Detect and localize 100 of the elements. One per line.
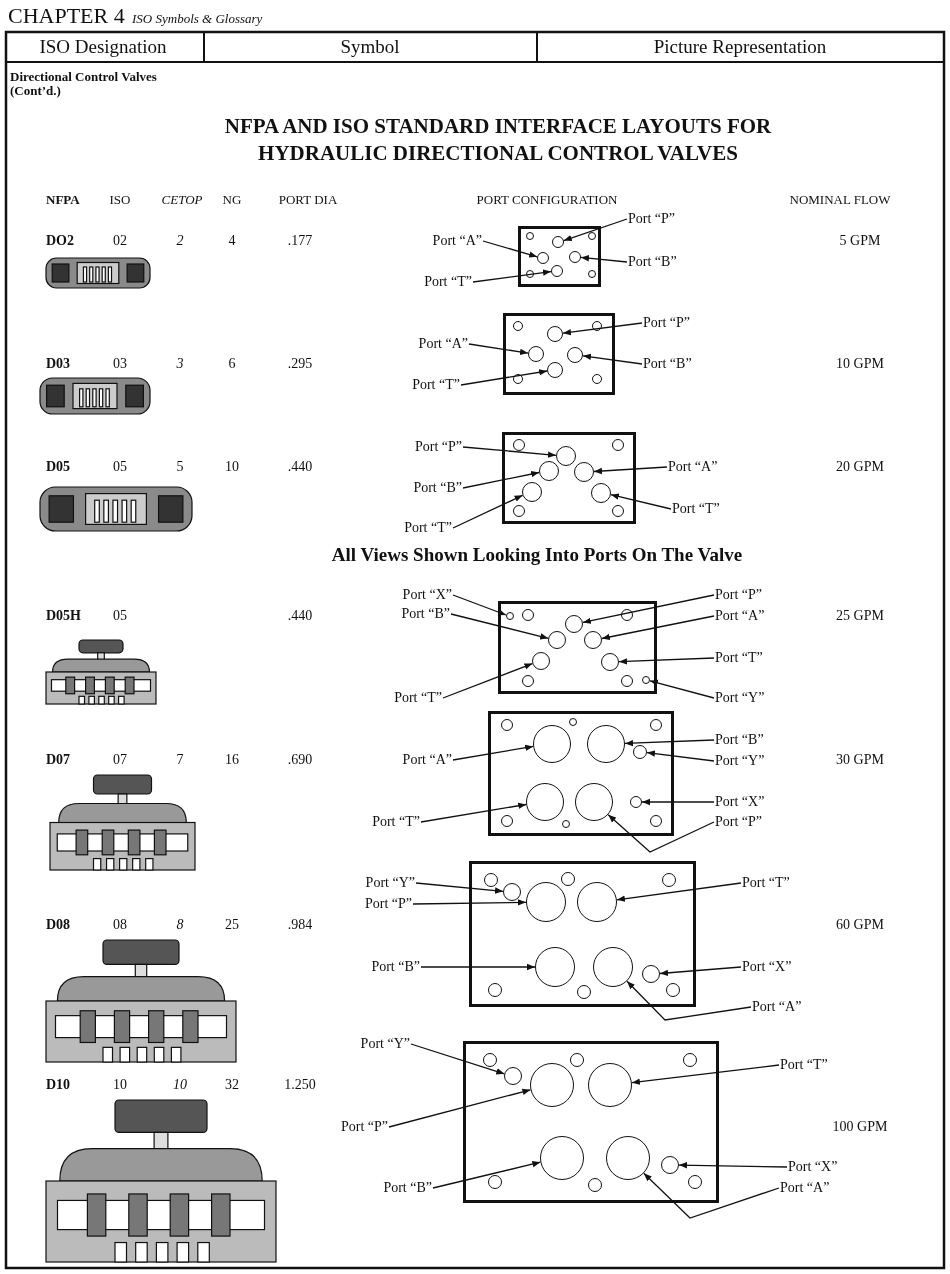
port-label: Port “A” xyxy=(668,459,718,475)
bolt-hole xyxy=(513,374,523,384)
table-cell: 07 xyxy=(113,752,127,768)
leader-line xyxy=(468,343,529,356)
port-hole xyxy=(533,725,571,763)
table-cell: 7 xyxy=(176,752,184,768)
bolt-hole xyxy=(662,873,676,887)
port-label: Port “P” xyxy=(364,896,412,912)
column-header: PORT CONFIGURATION xyxy=(476,192,618,208)
port-label: Port “B” xyxy=(401,606,450,622)
table-cell: .984 xyxy=(287,917,313,933)
leader-line xyxy=(482,240,538,258)
leader-line xyxy=(626,980,752,1021)
row-label: D07 xyxy=(46,752,71,768)
leader-line xyxy=(580,255,628,263)
port-label: Port “T” xyxy=(412,377,460,393)
leader-line xyxy=(649,679,715,699)
port-plate xyxy=(498,601,657,694)
bolt-hole xyxy=(488,983,502,997)
port-plate xyxy=(502,432,636,524)
leader-line xyxy=(452,494,524,529)
bolt-hole xyxy=(592,321,602,331)
port-label: Port “T” xyxy=(715,650,763,666)
port-hole xyxy=(575,783,613,821)
port-hole xyxy=(591,483,611,503)
port-plate xyxy=(469,861,696,1007)
row-label: D08 xyxy=(46,917,71,933)
port-label: Port “T” xyxy=(742,875,790,891)
leader-line xyxy=(631,1064,780,1085)
table-cell: 5 xyxy=(176,459,184,475)
bolt-hole xyxy=(513,439,525,451)
bolt-hole xyxy=(562,820,570,828)
table-cell: 3 xyxy=(176,356,184,372)
port-hole xyxy=(535,947,575,987)
table-cell: 5 GPM xyxy=(839,233,881,249)
leader-line xyxy=(646,750,715,762)
column-header: ISO Designation xyxy=(39,36,167,58)
port-label: Port “X” xyxy=(788,1159,838,1175)
port-hole xyxy=(642,676,650,684)
table-cell: .690 xyxy=(287,752,313,768)
bolt-hole xyxy=(666,983,680,997)
leader-line xyxy=(420,963,536,971)
row-label: D03 xyxy=(46,356,71,372)
port-hole xyxy=(537,252,549,264)
table-cell: 32 xyxy=(225,1077,239,1093)
row-label: D05H xyxy=(46,608,81,624)
port-label: Port “P” xyxy=(715,814,763,830)
leader-line xyxy=(410,1043,505,1075)
leader-line xyxy=(593,466,668,475)
port-label: Port “X” xyxy=(742,959,792,975)
table-cell: 2 xyxy=(176,233,184,249)
table-cell: 02 xyxy=(113,233,127,249)
leader-line xyxy=(452,744,534,761)
port-label: Port “Y” xyxy=(715,690,765,706)
section-subtitle: ISO Symbols & Glossary xyxy=(132,11,263,27)
port-label: Port “A” xyxy=(780,1180,830,1196)
note: All Views Shown Looking Into Ports On The Valve xyxy=(331,544,743,566)
port-hole xyxy=(588,1063,632,1107)
column-header: NG xyxy=(222,192,242,208)
table-cell: 25 GPM xyxy=(836,608,884,624)
port-label: Port “T” xyxy=(372,814,420,830)
port-label: Port “T” xyxy=(424,274,472,290)
bolt-hole xyxy=(621,675,633,687)
bolt-hole xyxy=(588,232,596,240)
row-label: D10 xyxy=(46,1077,71,1093)
port-hole xyxy=(547,362,563,378)
port-plate xyxy=(488,711,674,836)
port-label: Port “X” xyxy=(402,587,452,603)
port-label: Port “B” xyxy=(383,1180,432,1196)
port-label: Port “X” xyxy=(715,794,765,810)
leader-line xyxy=(452,594,507,616)
table-cell: 03 xyxy=(113,356,127,372)
leader-line xyxy=(442,662,534,699)
port-hole xyxy=(530,1063,574,1107)
table-cell: 25 xyxy=(225,917,239,933)
bolt-hole xyxy=(612,505,624,517)
row-label: D05 xyxy=(46,459,71,475)
leader-line xyxy=(420,802,527,823)
table-cell: .177 xyxy=(287,233,313,249)
column-header: Symbol xyxy=(340,36,400,58)
port-plate xyxy=(503,313,615,395)
chapter-heading: CHAPTER 4 xyxy=(8,3,125,29)
port-hole xyxy=(528,346,544,362)
port-hole xyxy=(577,882,617,922)
table-cell: .440 xyxy=(287,459,313,475)
bolt-hole xyxy=(683,1053,697,1067)
table-cell: 10 xyxy=(113,1077,127,1093)
port-hole xyxy=(556,446,576,466)
leader-line xyxy=(562,322,643,336)
port-hole xyxy=(552,236,564,248)
port-hole xyxy=(565,615,583,633)
bolt-hole xyxy=(522,675,534,687)
leader-line xyxy=(582,353,643,365)
bolt-hole xyxy=(526,270,534,278)
port-label: Port “T” xyxy=(394,690,442,706)
leader-line xyxy=(462,470,540,489)
port-hole xyxy=(522,482,542,502)
bolt-hole xyxy=(522,609,534,621)
port-hole xyxy=(504,1067,522,1085)
leader-line xyxy=(659,966,742,977)
